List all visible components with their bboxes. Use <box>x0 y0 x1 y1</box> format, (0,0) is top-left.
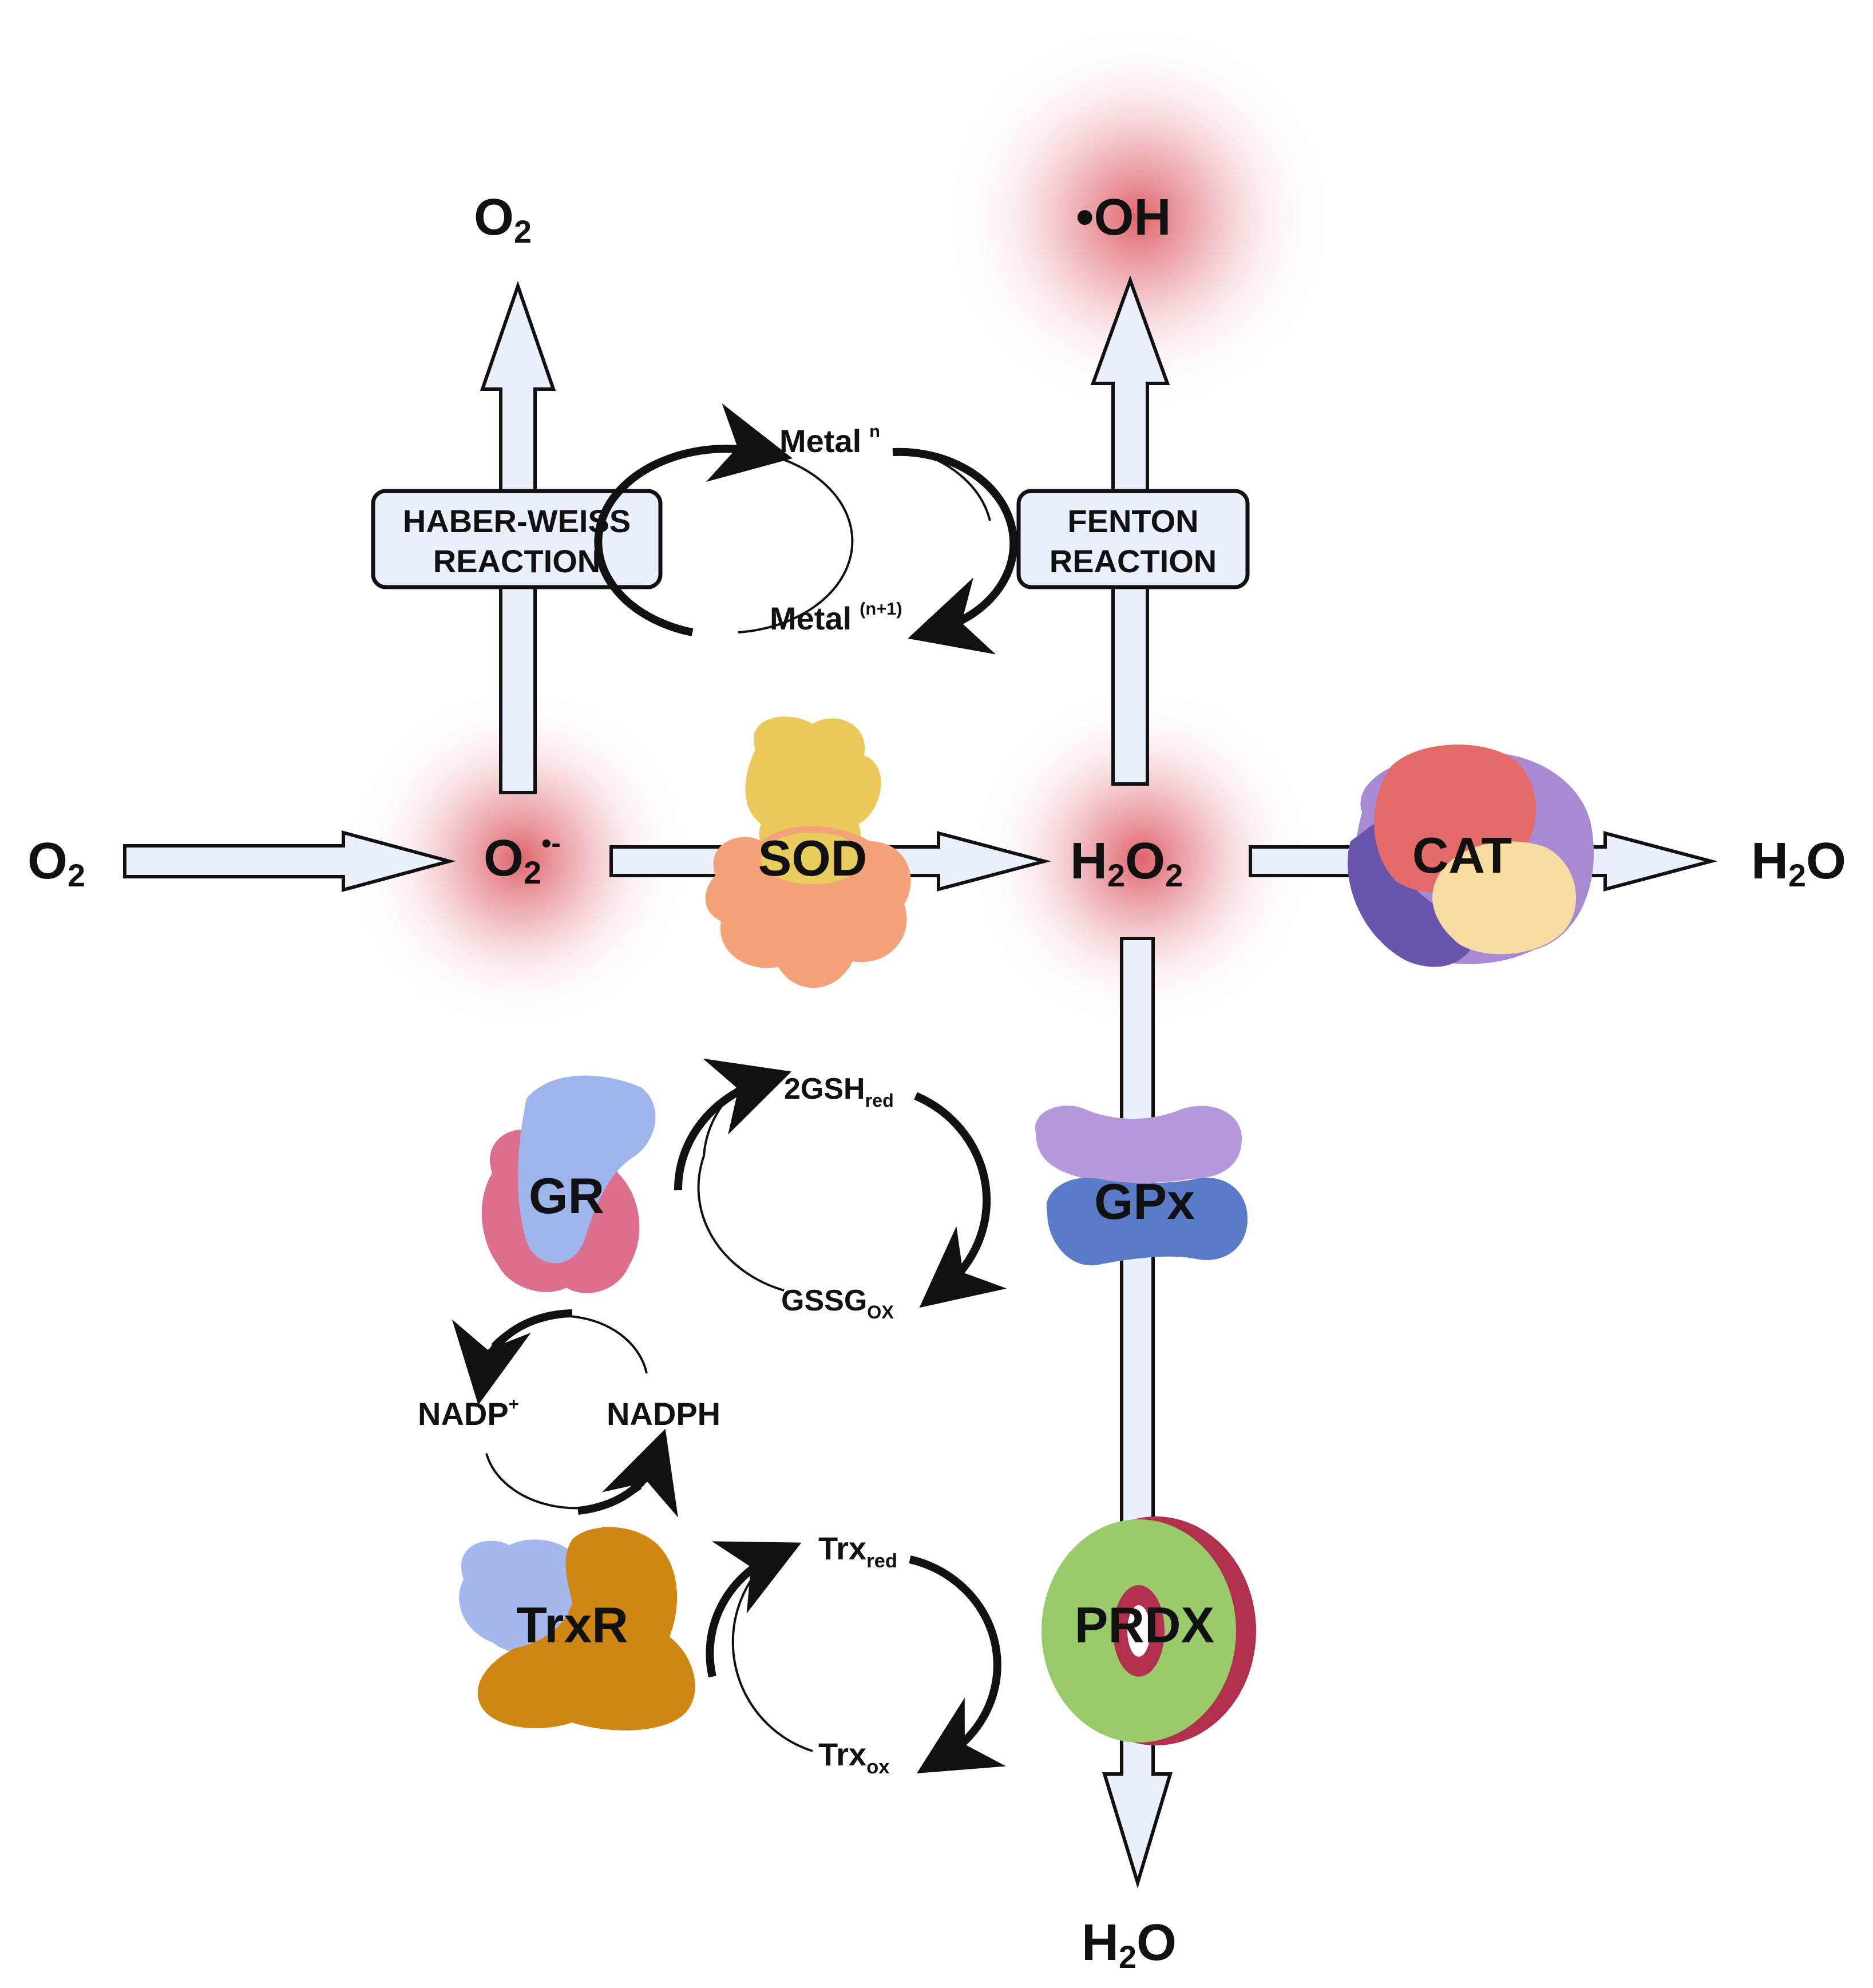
haber-weiss-line1: HABER-WEISS <box>403 503 631 539</box>
glutathione-cycle <box>674 1058 1007 1308</box>
h2o2-glow <box>970 687 1313 1030</box>
superoxide-label: O2•- <box>484 827 561 890</box>
nadp-arrow-left <box>452 1309 573 1405</box>
gpx-enzyme <box>1035 1106 1248 1266</box>
cat-enzyme <box>1347 744 1594 967</box>
arrow-o2-to-superoxide <box>123 830 456 892</box>
oxidized-glutathione-label: GSSGOX <box>781 1284 894 1322</box>
metal-cycle-arrow-down <box>892 448 1018 655</box>
gr-label: GR <box>529 1167 604 1224</box>
thioredoxin-cycle <box>706 1541 1007 1773</box>
metal-cycle <box>594 403 1018 655</box>
water-bottom-label: H2O <box>1082 1914 1177 1975</box>
oxidized-thioredoxin-label: Trxox <box>818 1736 890 1778</box>
fenton-line2: REACTION <box>1050 543 1217 579</box>
haber-weiss-box <box>371 489 663 589</box>
trxr-label: TrxR <box>516 1597 628 1653</box>
oxygen-top-label: O2 <box>474 189 532 250</box>
glutathione-arrow-down <box>914 1092 1007 1308</box>
metal-cycle-arrow-up <box>594 403 793 636</box>
cat-label: CAT <box>1412 827 1512 884</box>
sod-label: SOD <box>758 830 868 886</box>
reduced-glutathione-label: 2GSHred <box>784 1072 894 1111</box>
prdx-enzyme <box>1042 1516 1256 1745</box>
nadph-label: NADPH <box>607 1396 720 1432</box>
nadp-plus-label: NADP+ <box>418 1394 519 1432</box>
reduced-thioredoxin-label: Trxred <box>818 1530 897 1572</box>
prdx-label: PRDX <box>1075 1597 1215 1653</box>
thioredoxin-arrow-up <box>706 1541 802 1678</box>
arrow-h2o2-to-h2o-down <box>1102 937 1173 1889</box>
oxygen-input-label: O2 <box>27 833 85 893</box>
metal-n-plus-1-label: Metal(n+1) <box>770 599 902 636</box>
hydroxyl-glow <box>944 23 1333 412</box>
glutathione-arrow-up <box>674 1058 792 1191</box>
water-right-label: H2O <box>1751 833 1846 893</box>
nadp-arrow-right <box>577 1428 678 1518</box>
nadp-cycle <box>452 1309 678 1518</box>
fenton-box <box>1016 489 1250 589</box>
superoxide-glow <box>348 687 691 1030</box>
hydroxyl-radical-label: •OH <box>1076 189 1171 246</box>
trxr-enzyme <box>459 1527 695 1730</box>
thioredoxin-arrow-down <box>909 1555 1007 1773</box>
haber-weiss-line2: REACTION <box>433 543 600 579</box>
gr-enzyme <box>481 1075 656 1293</box>
sod-enzyme <box>705 716 911 988</box>
fenton-line1: FENTON <box>1067 503 1198 539</box>
hydrogen-peroxide-label: H2O2 <box>1070 833 1183 893</box>
gpx-label: GPx <box>1094 1173 1195 1230</box>
